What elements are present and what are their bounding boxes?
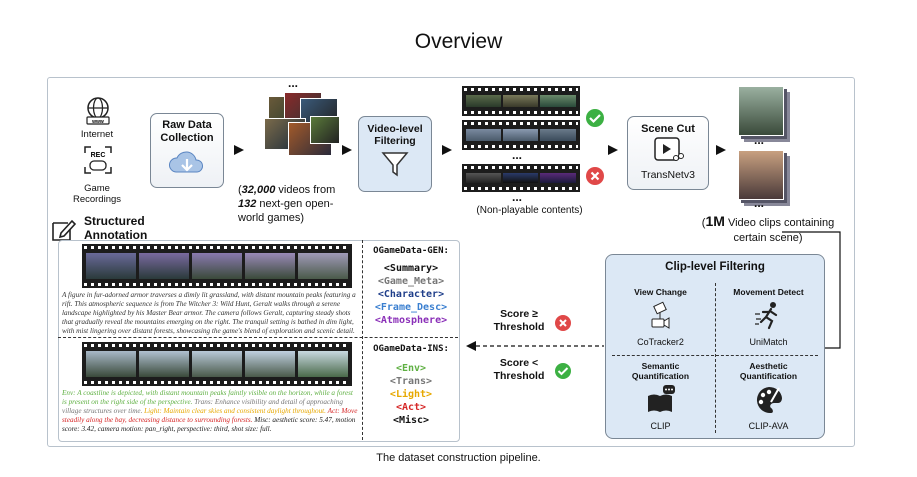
rec-icon: REC	[84, 146, 112, 174]
scene-cut-label: Scene Cut	[641, 123, 695, 135]
book-speech-icon	[647, 385, 675, 412]
unimatch-label: UniMatch	[749, 337, 788, 347]
arrow-icon	[234, 145, 244, 155]
arrow-icon	[342, 145, 352, 155]
arrow-icon	[608, 145, 618, 155]
view-change-heading: View Change	[634, 287, 687, 297]
gen-tag: <Character>	[377, 289, 445, 300]
ins-tag: <Env>	[395, 363, 427, 374]
semantic-quantification-cell: Semantic Quantification CLIP	[608, 355, 713, 435]
clip-grid-divider	[715, 283, 716, 433]
ins-tag: <Light>	[389, 389, 433, 400]
film-strip	[82, 342, 352, 386]
internet-label: Internet	[80, 129, 114, 140]
transnet-label: TransNetv3	[641, 169, 695, 181]
film-strip	[462, 86, 580, 116]
svg-text:www: www	[91, 119, 104, 125]
ellipsis: ...	[512, 190, 523, 204]
funnel-icon	[381, 152, 409, 177]
clips-note-text: Video clips containing	[724, 217, 835, 229]
movement-detect-cell: Movement Detect UniMatch	[716, 281, 821, 351]
ellipsis: ...	[754, 133, 765, 147]
video-stack	[262, 88, 340, 158]
game-recordings-label: Game Recordings	[72, 183, 122, 205]
video-count: 32,000	[241, 184, 276, 196]
clip-thumb	[738, 86, 784, 136]
running-icon	[754, 302, 777, 330]
ins-tag: <Trans>	[389, 376, 433, 387]
figure-caption: The dataset construction pipeline.	[376, 452, 541, 464]
aesthetic-quantification-cell: Aesthetic Quantification CLIP-AVA	[716, 355, 821, 435]
ellipsis: ...	[288, 76, 299, 90]
scene-cut-box: Scene Cut TransNetv3	[627, 116, 709, 190]
ins-segment-light: Light: Maintain clear skies and consiste…	[144, 407, 328, 415]
clip-filter-title: Clip-level Filtering	[665, 261, 765, 273]
movement-detect-heading: Movement Detect	[733, 287, 804, 297]
internet-icon: www	[86, 97, 110, 125]
video-scissors-icon	[654, 137, 684, 161]
ins-tag: <Misc>	[392, 415, 430, 426]
cross-icon	[555, 315, 571, 331]
ins-tag: <Act>	[395, 402, 427, 413]
arrow-icon	[442, 145, 452, 155]
ins-segment-trans: Trans: Enhance visibility and detail of …	[62, 398, 343, 415]
gen-tag: <Frame_Desc>	[374, 302, 448, 313]
clip-thumb	[738, 150, 784, 200]
clips-note-line2: certain scene)	[733, 232, 803, 244]
dashed-arrow	[466, 341, 604, 351]
games-note-text: next-gen open-	[256, 198, 334, 210]
gen-tag: <Summary>	[383, 263, 439, 274]
clip-count: 1M	[705, 213, 725, 229]
check-icon	[555, 363, 571, 379]
aesthetic-heading: Aesthetic Quantification	[739, 361, 798, 381]
score-above-label: Score ≥ Threshold	[493, 308, 545, 333]
check-icon	[586, 109, 604, 127]
gen-tag-list: <Summary> <Game_Meta> <Character> <Frame…	[366, 262, 456, 327]
ins-segment-env: Env: A coastline is depicted, with dista…	[62, 389, 353, 406]
svg-text:REC: REC	[91, 152, 106, 159]
page-title: Overview	[414, 30, 503, 53]
ins-header: OGameData-INS:	[373, 344, 449, 354]
gen-tag: <Atmosphere>	[374, 315, 448, 326]
annotation-divider	[58, 337, 458, 338]
cloud-download-icon	[169, 151, 203, 173]
clip-ava-label: CLIP-AVA	[748, 421, 789, 431]
cross-icon	[586, 167, 604, 185]
clip-level-filtering-box: Clip-level Filtering View Change CoTrack…	[605, 254, 825, 439]
pipeline-frame	[47, 77, 855, 447]
raw-data-label: Raw Data Collection	[160, 119, 214, 144]
game-count: 132	[238, 198, 257, 210]
non-playable-note: (Non-playable contents)	[476, 205, 583, 216]
gen-annotation-text: A figure in fur-adorned armor traverses …	[62, 291, 356, 335]
view-change-cell: View Change CoTracker2	[608, 281, 713, 351]
arrow-icon	[716, 145, 726, 155]
gen-header: OGameData-GEN:	[373, 246, 449, 256]
annotation-divider	[362, 240, 363, 440]
ellipsis: ...	[512, 148, 523, 162]
ins-annotation-text: Env: A coastline is depicted, with dista…	[62, 389, 358, 434]
videos-note-text: videos from	[275, 184, 336, 196]
film-strip	[82, 244, 352, 288]
semantic-heading: Semantic Quantification	[631, 361, 690, 381]
gen-tag: <Game_Meta>	[377, 276, 445, 287]
structured-annotation-title: Structured Annotation	[84, 214, 148, 242]
palette-icon	[756, 386, 782, 414]
clip-tool-label: CLIP	[650, 421, 671, 431]
ellipsis: ...	[754, 196, 765, 210]
film-strip	[462, 120, 580, 150]
ins-segment-act: Act: Move steadily along the bay, decrea…	[62, 407, 358, 424]
clip-grid-divider	[612, 355, 818, 356]
video-level-filtering-box: Video-level Filtering	[358, 116, 432, 192]
ins-segment-misc: Misc: aesthetic score: 5.47, motion scor…	[62, 416, 356, 433]
score-below-label: Score < Threshold	[493, 357, 545, 382]
raw-data-collection-box: Raw Data Collection	[150, 113, 224, 188]
games-note-line3: world games)	[238, 212, 305, 224]
cotracker-label: CoTracker2	[637, 337, 684, 347]
ins-tag-list: <Env> <Trans> <Light> <Act> <Misc>	[366, 362, 456, 427]
camera-icon	[651, 301, 669, 329]
film-strip	[462, 164, 580, 192]
video-filter-label: Video-level Filtering	[367, 123, 423, 147]
